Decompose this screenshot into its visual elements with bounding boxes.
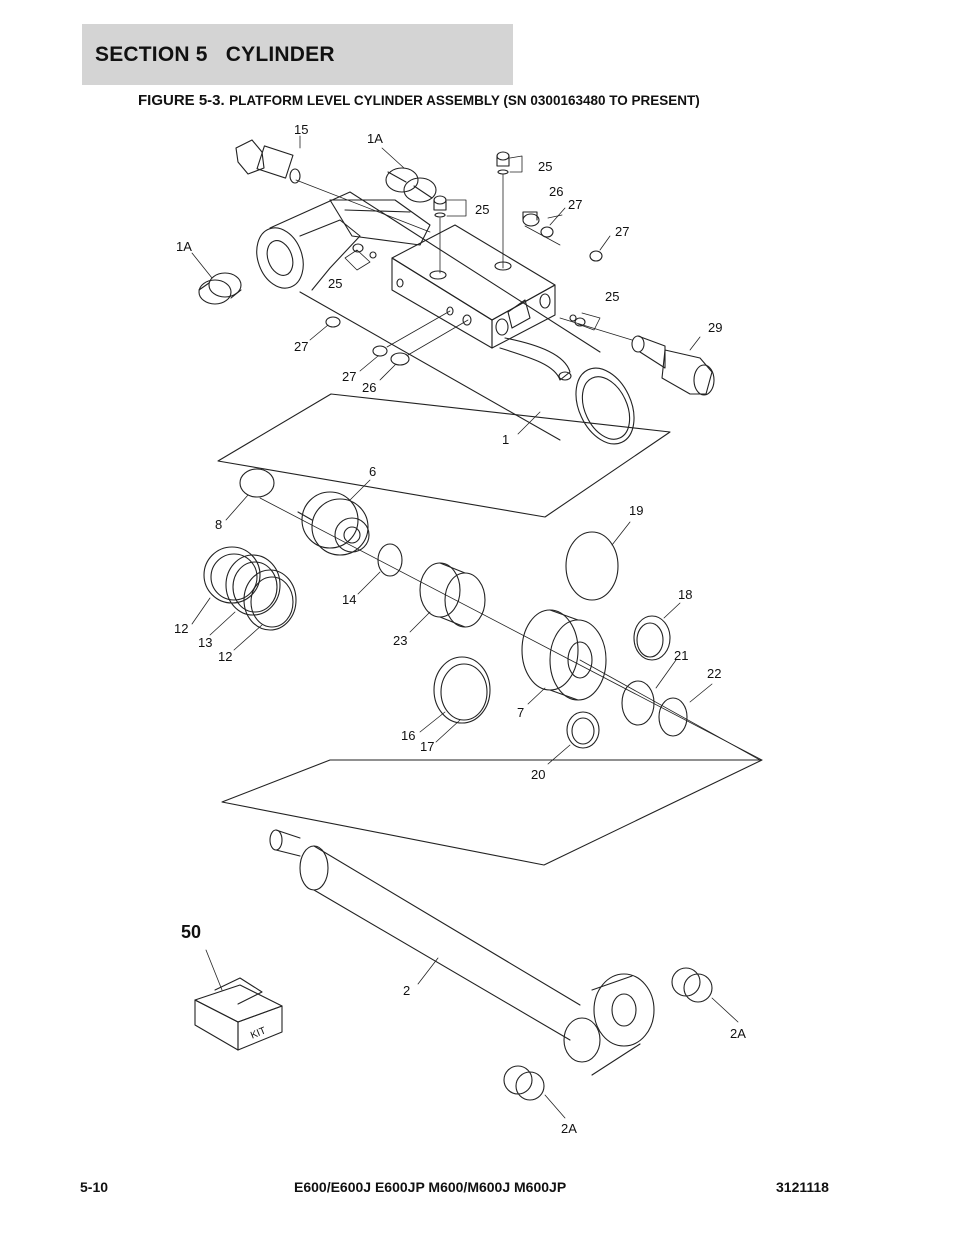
figure-title: FIGURE 5-3. PLATFORM LEVEL CYLINDER ASSE… [138, 92, 700, 110]
callout-25-a: 25 [538, 159, 552, 174]
callout-1a-top: 1A [367, 131, 383, 146]
bushing-1a-left [198, 272, 242, 305]
plug-27-c [325, 316, 341, 328]
wiper-20 [566, 711, 600, 749]
seal-16 [433, 656, 491, 724]
plug-26-bottom [386, 310, 469, 366]
callout-27-d: 27 [342, 369, 356, 384]
exploded-plane-lower [221, 759, 763, 866]
fitting-29 [559, 317, 715, 396]
callout-26-a: 26 [549, 184, 563, 199]
spacer-23 [419, 562, 486, 628]
plug-27-b [589, 250, 603, 262]
callout-27-a: 27 [568, 197, 582, 212]
callout-6: 6 [369, 464, 376, 479]
rod-2 [269, 829, 655, 1076]
plug-27-a [540, 226, 554, 238]
seal-12-bottom [243, 569, 297, 631]
callout-50: 50 [181, 922, 201, 942]
callout-7: 7 [517, 705, 524, 720]
callout-23: 23 [393, 633, 407, 648]
centerline-middle [259, 497, 763, 761]
callout-22: 22 [707, 666, 721, 681]
retaining-ring-8 [239, 468, 275, 498]
callout-1: 1 [502, 432, 509, 447]
section-title: SECTION 5 CYLINDER [95, 43, 335, 66]
screw-25-mid [433, 195, 447, 274]
callout-27-b: 27 [615, 224, 629, 239]
callout-21: 21 [674, 648, 688, 663]
seal-18 [633, 615, 671, 661]
oring-14 [377, 543, 403, 577]
callout-17: 17 [420, 739, 434, 754]
kit-box [194, 949, 283, 1051]
callout-8: 8 [215, 517, 222, 532]
figure-number: FIGURE 5-3. [138, 92, 225, 109]
footer-page-number: 5-10 [80, 1179, 109, 1195]
plug-27-d [372, 345, 388, 357]
callout-1a-left: 1A [176, 239, 192, 254]
footer-models: E600/E600J E600JP M600/M600J M600JP [294, 1179, 567, 1195]
kit-box-label: KIT [249, 1025, 268, 1041]
callout-labels: 15 1A 1A 25 25 25 25 26 27 27 29 27 27 2… [174, 122, 746, 1136]
callout-15: 15 [294, 122, 308, 137]
callout-25-c: 25 [328, 276, 342, 291]
callout-19: 19 [629, 503, 643, 518]
oring-21 [621, 680, 655, 726]
ring-13 [225, 554, 281, 616]
fitting-15 [235, 139, 431, 233]
callout-18: 18 [678, 587, 692, 602]
callout-20: 20 [531, 767, 545, 782]
callout-13: 13 [198, 635, 212, 650]
figure-description: PLATFORM LEVEL CYLINDER ASSEMBLY (SN 030… [229, 93, 700, 108]
callout-2a-b: 2A [561, 1121, 577, 1136]
callout-14: 14 [342, 592, 356, 607]
screw-25-right [569, 314, 586, 327]
callout-25-d: 25 [605, 289, 619, 304]
callout-29: 29 [708, 320, 722, 335]
callout-25-b: 25 [475, 202, 489, 217]
callout-2a-a: 2A [730, 1026, 746, 1041]
oring-19 [565, 531, 619, 601]
cylinder-barrel [217, 191, 671, 518]
callout-2: 2 [403, 983, 410, 998]
exploded-plane-upper [217, 393, 671, 518]
footer-doc-number: 3121118 [776, 1179, 829, 1195]
section-banner [82, 24, 513, 85]
screw-25-left [352, 243, 377, 259]
screw-25-top [496, 151, 510, 269]
bushing-2a-top [671, 967, 713, 1003]
callout-12-a: 12 [174, 621, 188, 636]
callout-16: 16 [401, 728, 415, 743]
callout-12-b: 12 [218, 649, 232, 664]
bushing-2a-bottom [503, 1065, 545, 1101]
callout-26-b: 26 [362, 380, 376, 395]
callout-27-c: 27 [294, 339, 308, 354]
ring-22 [658, 697, 688, 737]
head-7 [521, 609, 761, 761]
bushing-1a-top [385, 167, 437, 203]
leader-lines [191, 135, 739, 1119]
